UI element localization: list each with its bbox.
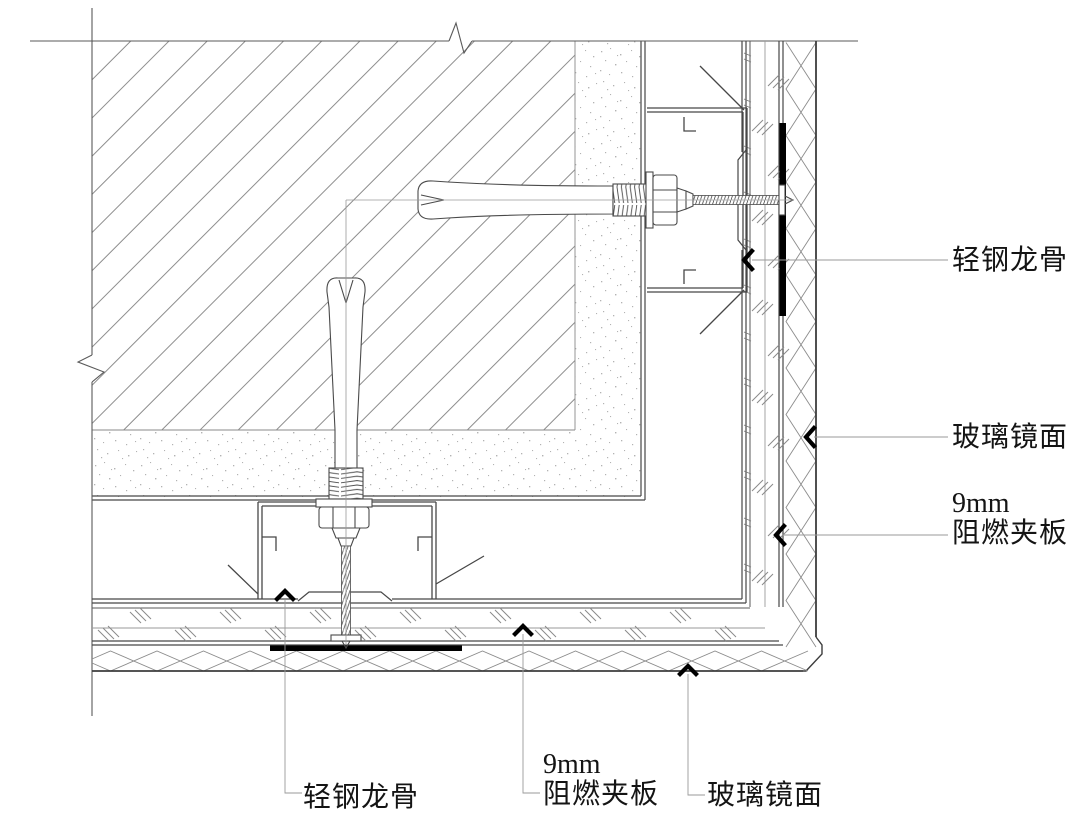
keel-bracket-right (647, 65, 748, 335)
concrete-structure (92, 41, 646, 501)
bracket-wings-right (699, 65, 745, 335)
mirror-corner (803, 636, 823, 672)
anchor-slit-vertical (338, 279, 354, 304)
bracket-lips-bottom (262, 536, 432, 551)
hex-nut-vertical (318, 506, 370, 529)
concrete-stipple-band (92, 41, 641, 497)
adhesive-strip-bottom (270, 645, 462, 651)
arrow-right-mirror (803, 425, 817, 449)
bracket-wings-bottom (227, 555, 485, 595)
label-bottom-keel: 轻钢龙骨 (303, 782, 420, 813)
screw-tip-vertical (341, 640, 351, 650)
label-right-plywood-name: 阻燃夹板 (952, 518, 1069, 549)
arrow-bottom-plywood (512, 623, 534, 637)
fastener-centerlines (345, 199, 793, 645)
leader-bottom-keel (284, 600, 302, 794)
mirror-panel-bottom (91, 650, 809, 672)
label-bottom-plywood-size: 9mm (543, 749, 601, 780)
furring-channel-bottom (92, 598, 746, 604)
label-right-plywood: 9mm 阻燃夹板 (952, 489, 1068, 549)
arrow-bottom-mirror (677, 663, 699, 677)
label-bottom-plywood-name: 阻燃夹板 (543, 779, 660, 810)
arrow-right-plywood (773, 523, 787, 547)
label-right-mirror: 玻璃镜面 (952, 422, 1069, 453)
furring-channel-right (741, 41, 747, 603)
bracket-lips-right (683, 117, 696, 284)
section-boundary (30, 8, 858, 716)
mirror-adhesive-strips (270, 123, 786, 651)
annotation-leaders (284, 259, 948, 796)
plywood-hatch-bottom (97, 607, 737, 642)
plywood-face-bottom (92, 640, 783, 646)
arrow-bottom-keel (274, 588, 296, 602)
mirror-panel-right (785, 42, 817, 648)
break-symbol-top (448, 21, 473, 55)
adhesive-strip-right (779, 123, 786, 316)
annotation-arrows (274, 248, 817, 677)
label-bottom-plywood: 9mm 阻燃夹板 (543, 750, 659, 810)
leader-bottom-plywood (522, 634, 540, 794)
anchor-slit-horizontal (420, 194, 445, 206)
leader-bottom-mirror (687, 674, 705, 796)
break-symbol-left (76, 354, 106, 383)
label-bottom-mirror: 玻璃镜面 (707, 780, 824, 811)
washer-vertical (315, 498, 373, 508)
label-right-plywood-size: 9mm (952, 488, 1010, 519)
label-right-keel: 轻钢龙骨 (952, 245, 1069, 276)
bottom-finish-layers (91, 591, 809, 672)
arrow-right-keel (741, 248, 755, 272)
